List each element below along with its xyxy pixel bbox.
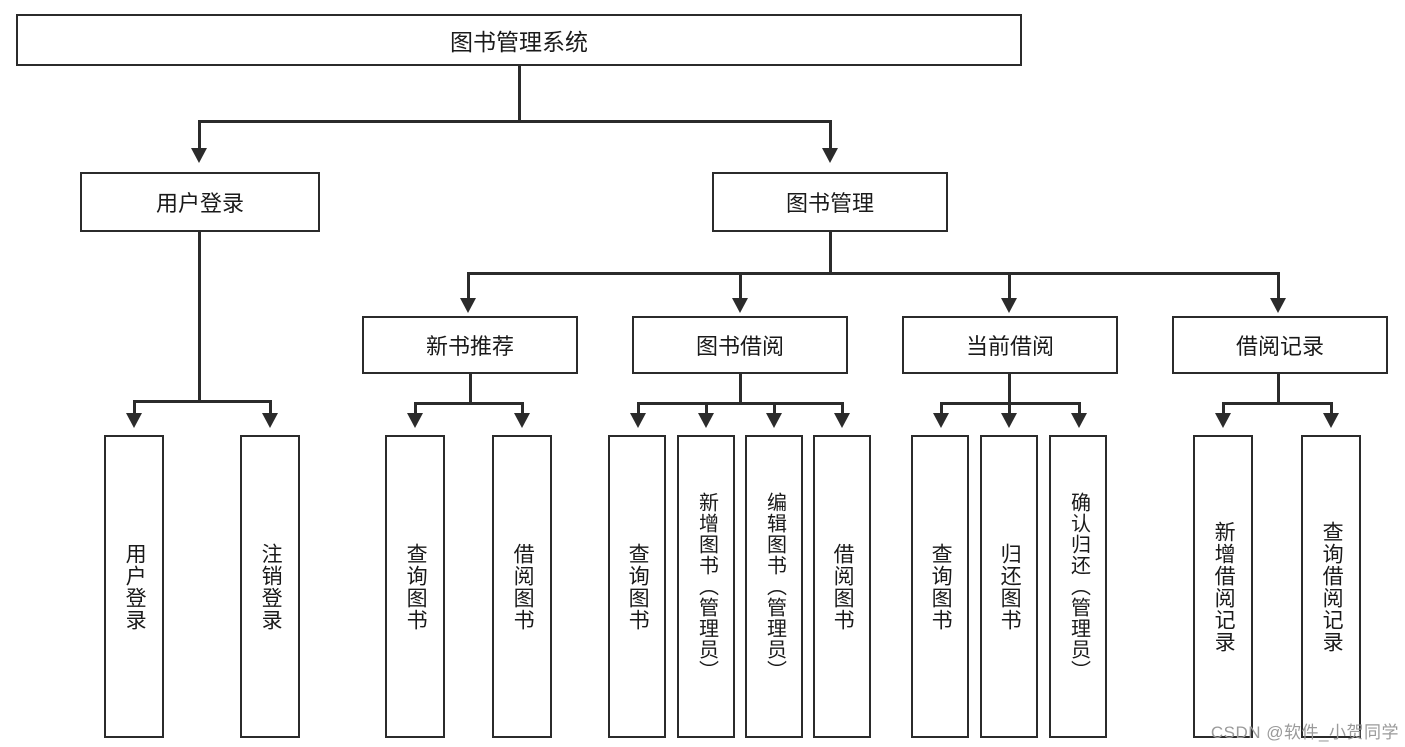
arrow-to-leaf-cb-2 bbox=[1001, 413, 1017, 428]
node-root-library-system[interactable]: 图书管理系统 bbox=[16, 14, 1022, 66]
arrow-to-leaf-logout bbox=[262, 413, 278, 428]
connector-br-drop-1 bbox=[1222, 402, 1225, 415]
connector-bb-drop-1 bbox=[637, 402, 640, 415]
connector-user-login-drop-1 bbox=[133, 400, 136, 415]
leaf-label: 新增图书（管理员） bbox=[695, 492, 718, 681]
leaf-label: 注销登录 bbox=[259, 542, 283, 631]
connector-nbr-bar bbox=[414, 402, 524, 405]
arrow-to-leaf-cb-1 bbox=[933, 413, 949, 428]
leaf-logout[interactable]: 注销登录 bbox=[240, 435, 300, 738]
arrow-to-borrow-record bbox=[1270, 298, 1286, 313]
node-current-borrow[interactable]: 当前借阅 bbox=[902, 316, 1118, 374]
arrow-to-book-manage bbox=[822, 148, 838, 163]
node-label: 图书管理 bbox=[785, 191, 874, 216]
leaf-br-add-record[interactable]: 新增借阅记录 bbox=[1193, 435, 1253, 738]
leaf-nbr-borrow-book[interactable]: 借阅图书 bbox=[492, 435, 552, 738]
arrow-to-leaf-cb-3 bbox=[1071, 413, 1087, 428]
arrow-to-book-borrow bbox=[732, 298, 748, 313]
arrow-to-user-login bbox=[191, 148, 207, 163]
arrow-to-new-book-recommend bbox=[460, 298, 476, 313]
leaf-label: 借阅图书 bbox=[511, 542, 535, 631]
connector-root-stem bbox=[518, 66, 521, 122]
leaf-label: 归还图书 bbox=[998, 542, 1022, 631]
arrow-to-leaf-br-2 bbox=[1323, 413, 1339, 428]
connector-root-drop-right bbox=[829, 120, 832, 150]
connector-user-login-stem bbox=[198, 232, 201, 403]
connector-nbr-drop-1 bbox=[414, 402, 417, 415]
leaf-label: 编辑图书（管理员） bbox=[763, 492, 786, 681]
leaf-bb-add-book-admin[interactable]: 新增图书（管理员） bbox=[677, 435, 735, 738]
node-label: 图书管理系统 bbox=[450, 29, 588, 55]
connector-br-drop-2 bbox=[1330, 402, 1333, 415]
arrow-to-leaf-bb-1 bbox=[630, 413, 646, 428]
leaf-bb-edit-book-admin[interactable]: 编辑图书（管理员） bbox=[745, 435, 803, 738]
connector-bm-drop-4 bbox=[1277, 272, 1280, 300]
connector-nbr-drop-2 bbox=[521, 402, 524, 415]
connector-cb-stem bbox=[1008, 374, 1011, 404]
leaf-label: 借阅图书 bbox=[831, 542, 855, 631]
arrow-to-leaf-br-1 bbox=[1215, 413, 1231, 428]
connector-cb-drop-3 bbox=[1078, 402, 1081, 415]
leaf-nbr-query-book[interactable]: 查询图书 bbox=[385, 435, 445, 738]
node-label: 图书借阅 bbox=[695, 334, 784, 359]
leaf-label: 用户登录 bbox=[123, 542, 147, 631]
leaf-cb-confirm-return-admin[interactable]: 确认归还（管理员） bbox=[1049, 435, 1107, 738]
leaf-br-query-record[interactable]: 查询借阅记录 bbox=[1301, 435, 1361, 738]
leaf-label: 新增借阅记录 bbox=[1212, 520, 1236, 653]
connector-user-login-drop-2 bbox=[269, 400, 272, 415]
leaf-label: 查询图书 bbox=[404, 542, 428, 631]
node-label: 新书推荐 bbox=[425, 334, 514, 359]
connector-bb-drop-3 bbox=[773, 402, 776, 415]
leaf-label: 查询图书 bbox=[626, 542, 650, 631]
connector-user-login-bar bbox=[133, 400, 272, 403]
arrow-to-leaf-user-login bbox=[126, 413, 142, 428]
leaf-bb-borrow-book[interactable]: 借阅图书 bbox=[813, 435, 871, 738]
node-label: 当前借阅 bbox=[965, 334, 1054, 359]
node-new-book-recommend[interactable]: 新书推荐 bbox=[362, 316, 578, 374]
leaf-cb-query-book[interactable]: 查询图书 bbox=[911, 435, 969, 738]
node-book-borrow[interactable]: 图书借阅 bbox=[632, 316, 848, 374]
connector-root-bar bbox=[198, 120, 832, 123]
node-label: 借阅记录 bbox=[1235, 334, 1324, 359]
arrow-to-leaf-bb-3 bbox=[766, 413, 782, 428]
leaf-label: 查询借阅记录 bbox=[1320, 520, 1344, 653]
node-label: 用户登录 bbox=[155, 191, 244, 216]
leaf-cb-return-book[interactable]: 归还图书 bbox=[980, 435, 1038, 738]
connector-root-drop-left bbox=[198, 120, 201, 150]
leaf-bb-query-book[interactable]: 查询图书 bbox=[608, 435, 666, 738]
leaf-user-login[interactable]: 用户登录 bbox=[104, 435, 164, 738]
node-book-manage[interactable]: 图书管理 bbox=[712, 172, 948, 232]
leaf-label: 查询图书 bbox=[929, 542, 953, 631]
node-borrow-record[interactable]: 借阅记录 bbox=[1172, 316, 1388, 374]
connector-bb-drop-4 bbox=[841, 402, 844, 415]
csdn-watermark: CSDN @软件_小贺同学 bbox=[1210, 723, 1399, 742]
connector-br-stem bbox=[1277, 374, 1280, 404]
connector-nbr-stem bbox=[469, 374, 472, 404]
arrow-to-current-borrow bbox=[1001, 298, 1017, 313]
node-user-login[interactable]: 用户登录 bbox=[80, 172, 320, 232]
connector-bb-stem bbox=[739, 374, 742, 404]
connector-book-manage-stem bbox=[829, 232, 832, 274]
connector-br-bar bbox=[1222, 402, 1333, 405]
arrow-to-leaf-nbr-1 bbox=[407, 413, 423, 428]
leaf-label: 确认归还（管理员） bbox=[1067, 492, 1090, 681]
connector-bm-drop-1 bbox=[467, 272, 470, 300]
arrow-to-leaf-bb-2 bbox=[698, 413, 714, 428]
connector-book-manage-bar bbox=[467, 272, 1279, 275]
arrow-to-leaf-nbr-2 bbox=[514, 413, 530, 428]
connector-bb-drop-2 bbox=[705, 402, 708, 415]
connector-bm-drop-2 bbox=[739, 272, 742, 300]
arrow-to-leaf-bb-4 bbox=[834, 413, 850, 428]
connector-cb-drop-1 bbox=[940, 402, 943, 415]
connector-bm-drop-3 bbox=[1008, 272, 1011, 300]
connector-cb-drop-2 bbox=[1008, 402, 1011, 415]
connector-bb-bar bbox=[637, 402, 844, 405]
